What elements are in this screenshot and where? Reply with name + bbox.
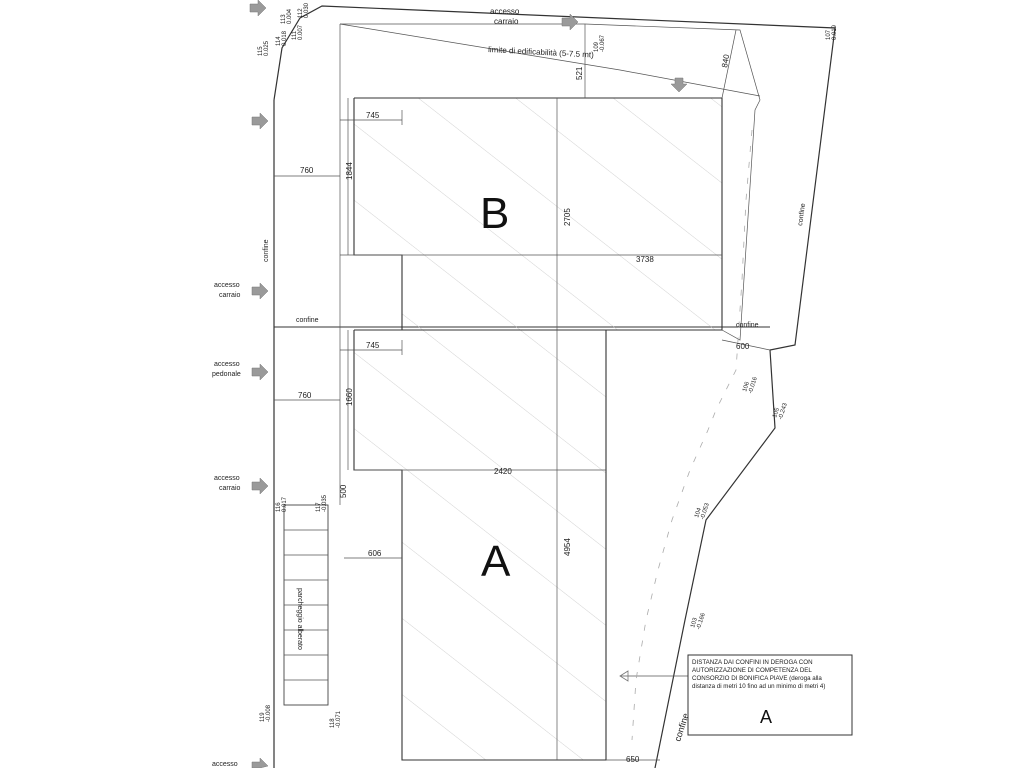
dim-3738: 3738 (636, 255, 654, 264)
accesso-carraio-low-1: accesso (214, 475, 240, 482)
point-114-id: 114 (276, 36, 282, 46)
point-113-val: 0.004 (287, 8, 293, 24)
point-117-val: -0.035 (322, 494, 328, 512)
parcheggio-label: parcheggio alberato (296, 588, 303, 650)
arrow-icon (251, 363, 269, 381)
arrow-icon (561, 13, 579, 31)
building-letters: B A (480, 189, 511, 586)
dim-760-low: 760 (298, 391, 312, 400)
dim-1844: 1844 (345, 162, 354, 180)
dim-760-top: 760 (300, 166, 314, 175)
note-line-2: AUTORIZZAZIONE DI COMPETENZA DEL (692, 667, 812, 674)
dim-745-low: 745 (366, 341, 380, 350)
point-106-val: -0.016 (748, 376, 759, 395)
confine-mid: confine (296, 317, 319, 324)
arrow-icon (670, 77, 688, 93)
confine-right-top: confine (797, 203, 807, 226)
building-b (340, 97, 723, 331)
building-a (353, 329, 607, 761)
accesso-carraio-mid-1: accesso (214, 282, 240, 289)
survey-points: 113 0.004 112 0.030 111 0.007 114 0.018 … (258, 2, 838, 728)
point-116-val: 0.017 (282, 496, 288, 512)
derogation-note: DISTANZA DAI CONFINI IN DEROGA CON AUTOR… (687, 654, 853, 736)
point-111-id: 111 (292, 30, 298, 40)
dim-2420: 2420 (494, 467, 512, 476)
point-104-val: -0.053 (700, 502, 711, 521)
point-106-id: 106 (742, 381, 751, 393)
accesso-carraio-low-2: carraio (219, 485, 241, 492)
dim-650: 650 (626, 755, 640, 764)
dim-840: 840 (720, 53, 731, 68)
confine-right-mid: confine (736, 322, 759, 329)
point-118-id: 118 (330, 718, 336, 728)
note-letter: A (760, 707, 772, 727)
note-line-3: CONSORZIO DI BONIFICA PIAVE (deroga alla (692, 675, 822, 682)
accesso-carraio-mid-2: carraio (219, 292, 241, 299)
building-a-letter: A (481, 537, 511, 586)
arrow-icon (249, 0, 267, 17)
arrow-icon (251, 477, 269, 495)
parking-area (283, 504, 329, 706)
arrow-icon (251, 757, 269, 768)
point-119-id: 119 (260, 712, 266, 722)
point-103-val: -0.166 (696, 612, 707, 631)
dim-745-top: 745 (366, 111, 380, 120)
accesso-pedonale-1: accesso (214, 361, 240, 368)
point-104-id: 104 (694, 507, 703, 519)
point-116-id: 116 (276, 502, 282, 512)
arrow-icon (251, 282, 269, 300)
arrow-icon (619, 670, 629, 682)
accesso-bottom: accesso (212, 761, 238, 768)
point-119-val: -0.008 (266, 704, 272, 722)
point-115-id: 115 (258, 46, 264, 56)
dim-500: 500 (339, 484, 348, 498)
accesso-pedonale-2: pedonale (212, 371, 241, 378)
access-arrows (249, 0, 688, 768)
dim-606: 606 (368, 549, 382, 558)
dim-1660: 1660 (345, 388, 354, 406)
dim-600: 600 (736, 342, 750, 351)
point-105-id: 105 (772, 407, 781, 419)
arrow-icon (251, 112, 269, 130)
point-117-id: 117 (316, 502, 322, 512)
dimension-values: 760 745 1844 2705 3738 521 840 600 760 7… (298, 53, 750, 764)
point-109-id: 109 (594, 41, 600, 52)
point-111-val: 0.007 (298, 24, 304, 40)
point-105-val: -0.243 (778, 402, 789, 421)
point-114-val: 0.018 (282, 30, 288, 46)
point-115-val: 0.025 (264, 40, 270, 56)
confine-left: confine (263, 239, 270, 262)
building-b-letter: B (480, 189, 509, 238)
point-107-id: 107 (826, 29, 832, 40)
dimension-lines (274, 24, 771, 761)
dim-521: 521 (575, 66, 584, 80)
note-line-1: DISTANZA DAI CONFINI IN DEROGA CON (692, 659, 813, 666)
text-labels: accesso carraio limite di edificabilità … (212, 7, 807, 768)
ditch-line (631, 129, 753, 741)
point-113-id: 113 (281, 14, 287, 24)
point-107-val: 0.019 (832, 24, 838, 40)
accesso-carraio-top-1: accesso (490, 7, 520, 16)
point-112-val: 0.030 (304, 2, 310, 18)
dim-2705: 2705 (563, 208, 572, 226)
point-118-val: -0.071 (336, 710, 342, 728)
point-109-val: -0.067 (600, 34, 606, 52)
note-line-4: distanza di metri 10 fino ad un minimo d… (692, 683, 825, 690)
dim-4954: 4954 (563, 538, 572, 556)
point-112-id: 112 (298, 8, 304, 18)
accesso-carraio-top-2: carraio (494, 17, 519, 26)
point-103-id: 103 (690, 617, 699, 629)
